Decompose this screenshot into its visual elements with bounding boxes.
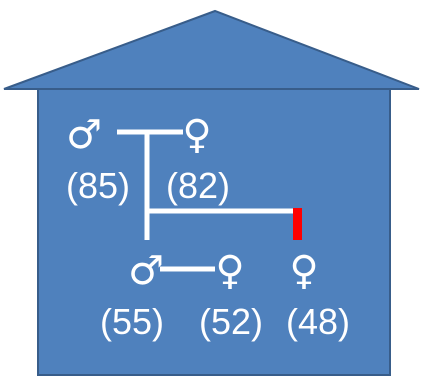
person-age-label: (48) <box>286 301 350 342</box>
person-age-label: (82) <box>166 165 230 206</box>
family-connections <box>117 129 299 272</box>
house-icon <box>3 9 420 376</box>
person-age-label: (52) <box>199 301 263 342</box>
male-symbol-icon: ♂ <box>66 112 102 158</box>
person-age-label: (85) <box>66 165 130 206</box>
house-roof <box>3 9 420 90</box>
person-grandfather: ♂ (85) <box>66 112 130 206</box>
person-daughter-in-law: ♀ (52) <box>199 248 263 342</box>
person-son: ♂ (55) <box>100 248 164 342</box>
person-daughter: ♀ (48) <box>286 248 350 342</box>
house-body <box>37 88 391 376</box>
daughter-branch-marker <box>293 208 302 240</box>
person-grandmother: ♀ (82) <box>166 112 230 206</box>
female-symbol-icon: ♀ <box>215 248 244 294</box>
female-symbol-icon: ♀ <box>182 112 211 158</box>
male-symbol-icon: ♂ <box>128 248 164 294</box>
female-symbol-icon: ♀ <box>289 248 318 294</box>
person-age-label: (55) <box>100 301 164 342</box>
